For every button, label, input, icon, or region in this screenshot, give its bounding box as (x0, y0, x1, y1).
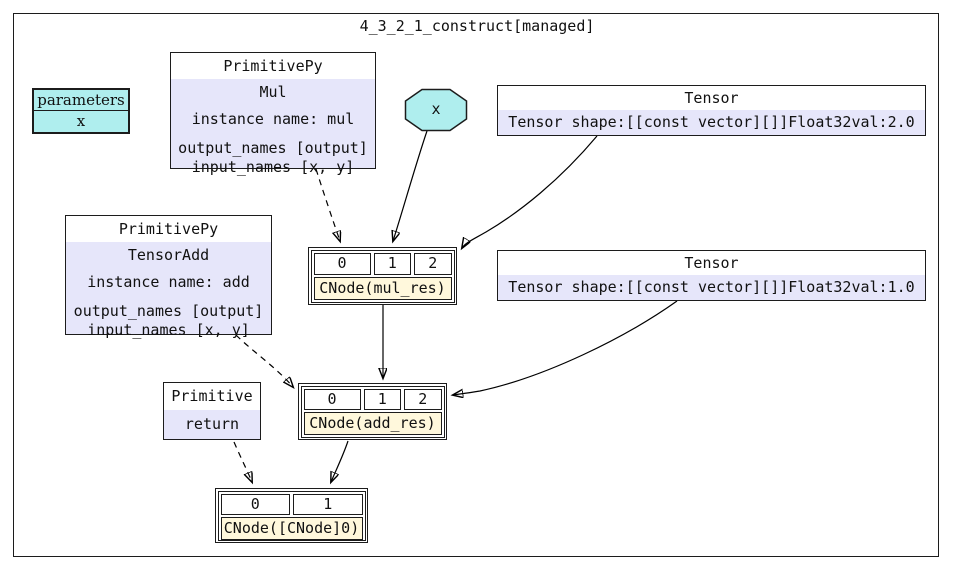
parameters-node: parameters x (32, 88, 130, 134)
record-label: CNode([CNode]0) (220, 516, 363, 540)
op-name: return (184, 415, 240, 433)
op-name: TensorAdd (127, 246, 210, 264)
parameters-row-x: x (76, 112, 86, 130)
tensor-header: Tensor (498, 86, 925, 110)
tensor-node-2: Tensor Tensor shape:[[const vector][]]Fl… (497, 85, 926, 136)
record-cell-2: 2 (414, 252, 452, 275)
tensor-header: Tensor (498, 251, 925, 275)
instance-name: instance name: mul (191, 110, 355, 128)
graph-title: 4_3_2_1_construct[managed] (359, 17, 595, 35)
record-label: CNode(add_res) (303, 411, 442, 435)
output-names: output_names [output] (178, 139, 368, 157)
node-type-label: PrimitivePy (66, 216, 271, 242)
record-cell-0: 0 (303, 388, 361, 410)
primitive-return-node: Primitive return (163, 382, 261, 440)
record-cell-0: 0 (313, 252, 371, 275)
record-inner-border: 0 1 2 CNode(add_res) (300, 385, 445, 438)
input-names: input_names [x, y] (87, 321, 250, 339)
record-inner-border: 0 1 CNode([CNode]0) (217, 490, 366, 541)
input-names: input_names [x, y] (191, 158, 355, 176)
octagon-icon (404, 88, 468, 132)
primitive-mul-node: PrimitivePy Mul instance name: mul outpu… (170, 52, 376, 176)
cnode-mul-res-record: 0 1 2 CNode(mul_res) (308, 247, 457, 305)
record-cell-1: 1 (293, 493, 363, 515)
cluster-border (13, 13, 939, 557)
cnode-output-record: 0 1 CNode([CNode]0) (215, 488, 368, 543)
node-type-label: Primitive (164, 383, 260, 410)
record-cell-0: 0 (220, 493, 290, 515)
record-inner-border: 0 1 2 CNode(mul_res) (310, 249, 455, 303)
op-name: Mul (259, 83, 287, 101)
node-type-label: PrimitivePy (171, 53, 375, 79)
record-label: CNode(mul_res) (313, 276, 452, 300)
param-x-label: x (431, 100, 441, 118)
tensor-node-1: Tensor Tensor shape:[[const vector][]]Fl… (497, 250, 926, 301)
parameters-header: parameters (34, 90, 128, 111)
output-names: output_names [output] (73, 302, 264, 320)
record-cell-1: 1 (363, 388, 402, 410)
primitive-add-node: PrimitivePy TensorAdd instance name: add… (65, 215, 272, 339)
tensor-detail: Tensor shape:[[const vector][]]Float32va… (508, 113, 915, 131)
cnode-add-res-record: 0 1 2 CNode(add_res) (298, 383, 447, 440)
record-cell-1: 1 (373, 252, 412, 275)
tensor-detail: Tensor shape:[[const vector][]]Float32va… (508, 278, 915, 296)
record-cell-2: 2 (404, 388, 442, 410)
instance-name: instance name: add (87, 273, 250, 291)
param-x-octagon: x (404, 88, 468, 132)
